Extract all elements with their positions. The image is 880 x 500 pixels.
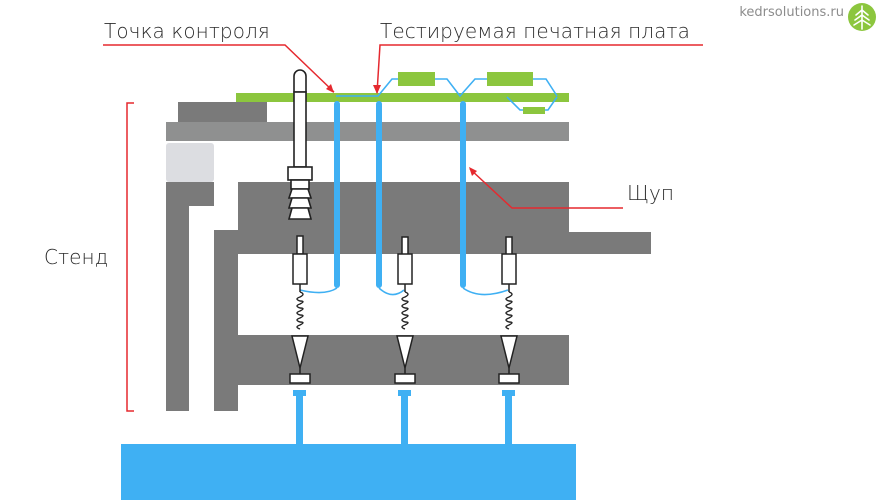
probe-2: [376, 101, 382, 288]
receptacle-spring: [296, 291, 304, 330]
frame-top-plate: [166, 122, 569, 141]
frame-top-block: [178, 102, 267, 122]
pcb-component-2: [487, 72, 533, 86]
frame-light-block: [166, 143, 214, 182]
tester-base: [121, 444, 576, 500]
leader-test-point: [103, 44, 335, 93]
base-leg-2: [401, 393, 408, 445]
receptacle-cap: [498, 373, 520, 384]
probe-wire: [299, 287, 509, 296]
leader-probe: [469, 168, 623, 209]
receptacle-cone: [396, 335, 414, 369]
leader-arrow-test-point: [326, 84, 334, 93]
frame-inner-column: [214, 230, 238, 411]
test-point-pin: [287, 69, 313, 220]
fixture-bracket: [126, 102, 134, 412]
base-leg-cap-1: [293, 390, 306, 396]
pcb-component-1: [398, 72, 435, 86]
receptacle-cap: [394, 373, 416, 384]
receptacle-socket: [292, 253, 308, 285]
base-leg-3: [505, 393, 512, 445]
receptacle-socket: [397, 253, 413, 285]
frame-left-step: [166, 182, 214, 206]
label-probe: Щуп: [627, 181, 675, 205]
middle-plate: [214, 232, 651, 254]
brand-site: kedrsolutions.ru: [739, 5, 844, 20]
probe-plate: [238, 182, 569, 232]
leader-arrow-probe: [469, 167, 477, 176]
base-leg-cap-2: [398, 390, 411, 396]
receptacle-cone: [500, 335, 518, 369]
pcb-component-3: [523, 107, 545, 114]
probe-3: [460, 101, 466, 288]
label-pcb-under-test: Тестируемая печатная плата: [380, 19, 690, 43]
frame-left-column: [166, 182, 189, 411]
pcb-board: [236, 93, 569, 102]
receptacle-cone: [291, 335, 309, 369]
leader-arrow-pcb: [373, 85, 381, 94]
base-leg-1: [296, 393, 303, 445]
receptacle-spring: [401, 291, 409, 330]
base-leg-cap-3: [502, 390, 515, 396]
receptacle-pin: [401, 236, 409, 256]
receptacle-spring: [505, 291, 513, 330]
cedar-tree-icon: [848, 3, 876, 31]
receptacle-socket: [501, 253, 517, 285]
pcb-trace: [336, 78, 558, 111]
receptacle-pin: [505, 236, 513, 256]
probe-1: [334, 101, 340, 288]
receptacle-pin: [296, 235, 304, 255]
receptacle-cap: [289, 373, 311, 384]
label-test-point: Точка контроля: [104, 19, 270, 43]
leader-pcb: [376, 44, 703, 94]
label-fixture: Стенд: [44, 245, 109, 269]
